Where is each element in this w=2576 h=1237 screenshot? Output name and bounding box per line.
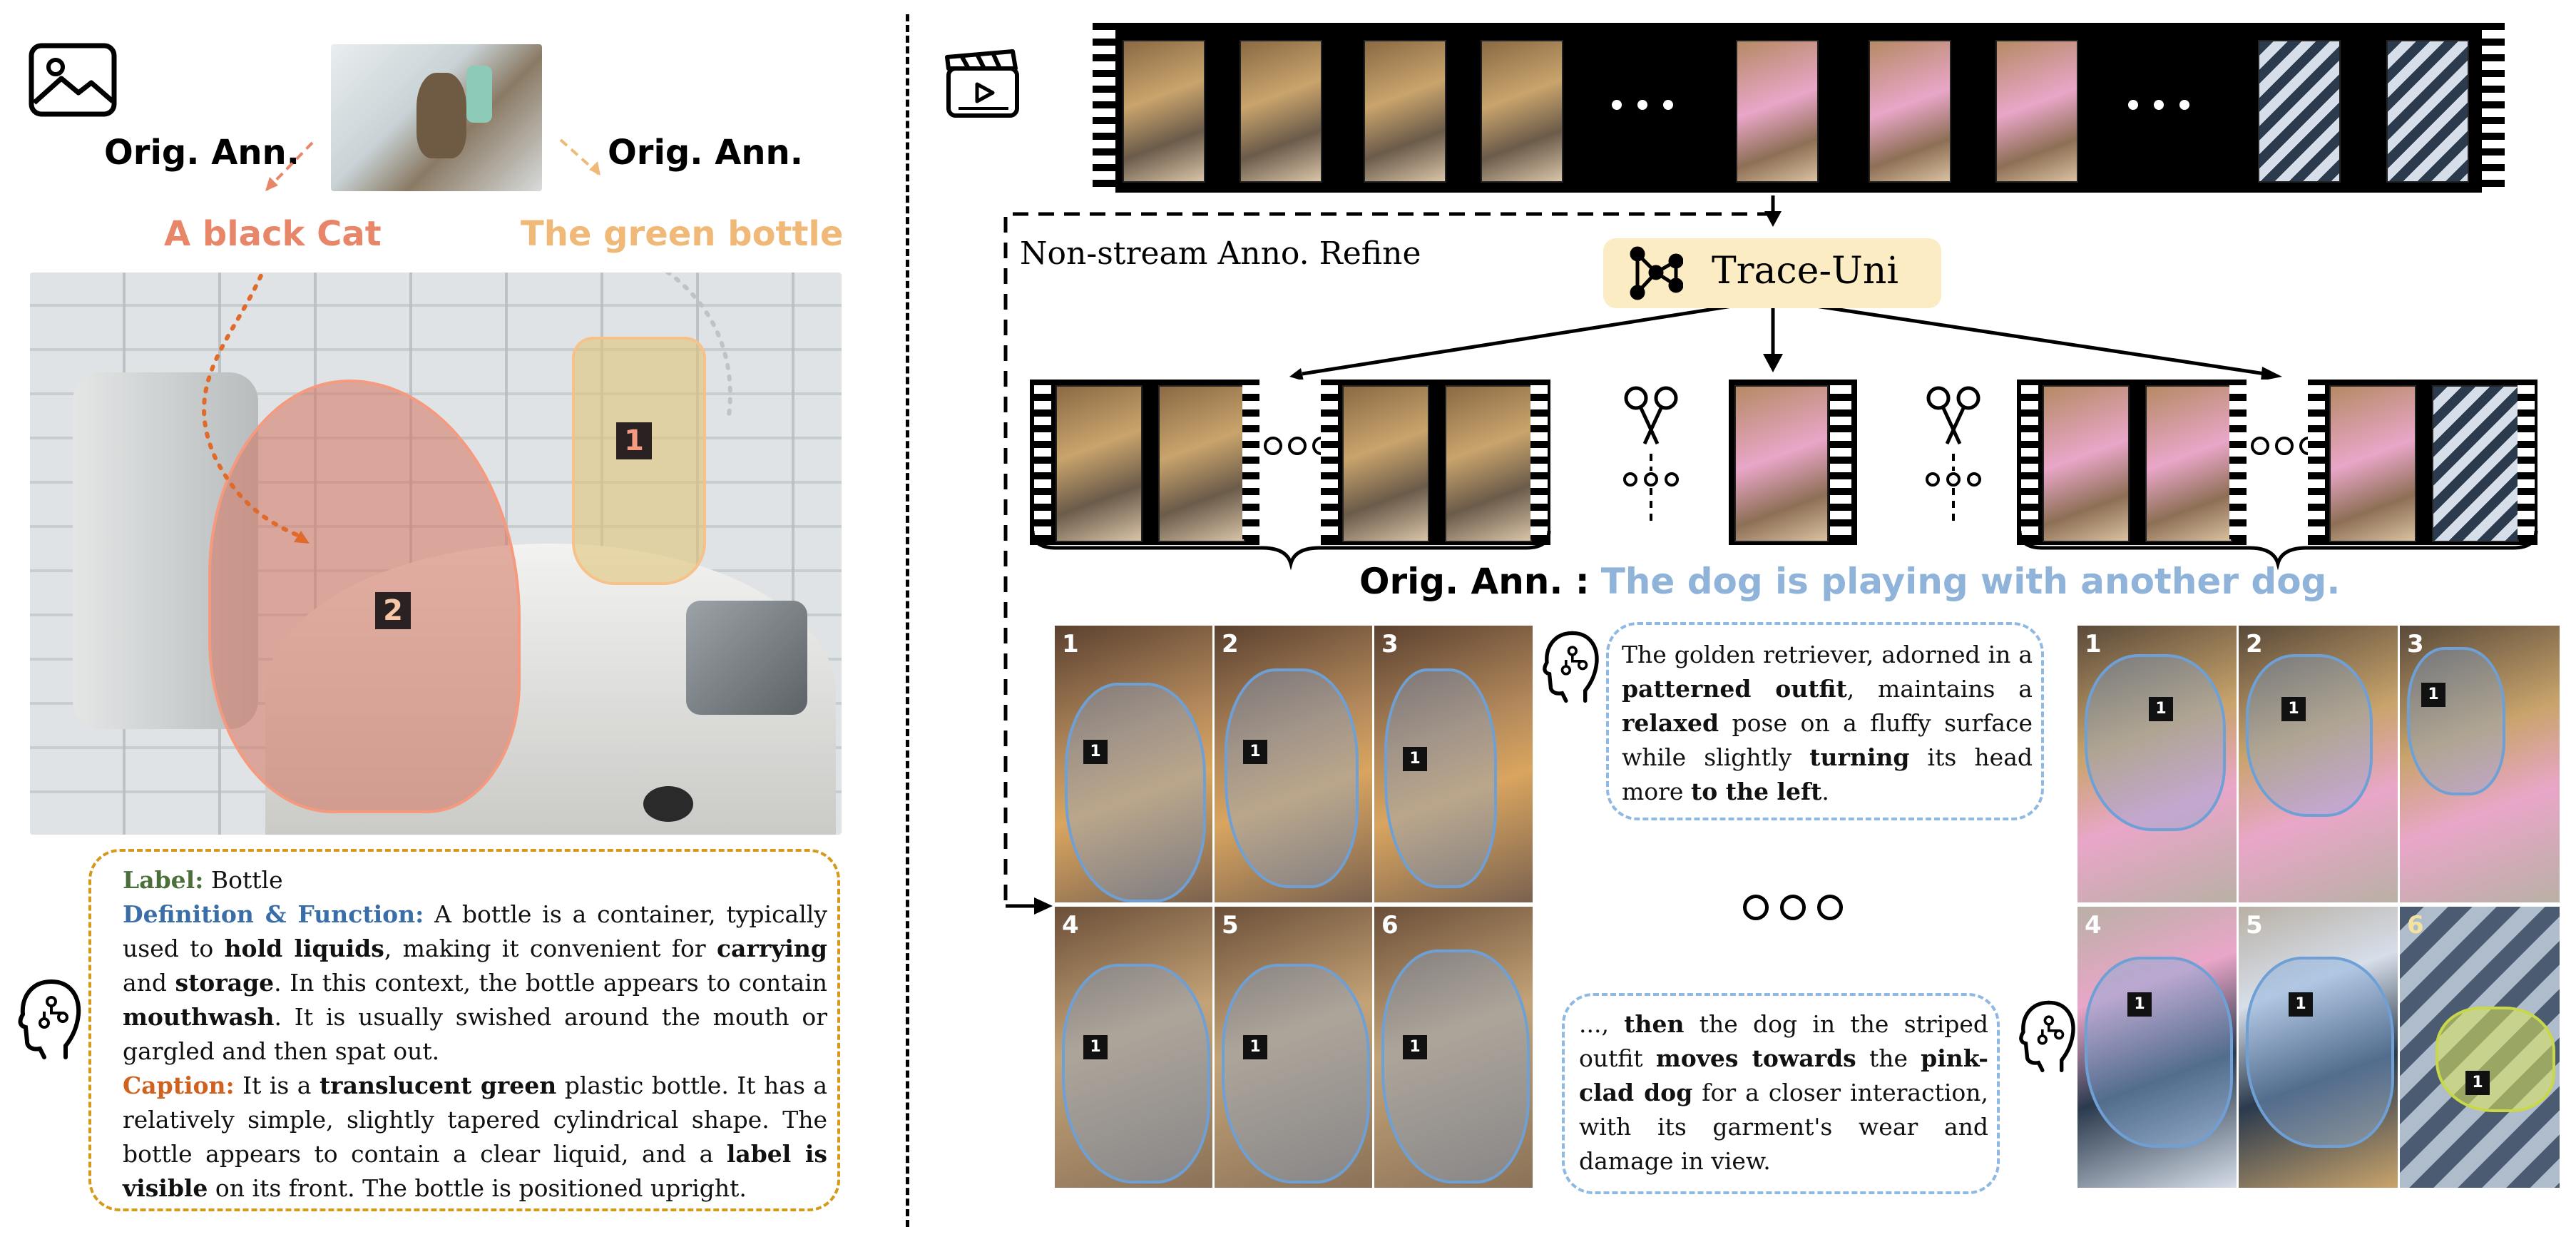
- video-frame: [1869, 40, 1951, 183]
- grid-frame: 5 1: [2237, 905, 2401, 1190]
- grid-frame: 3 1: [2398, 623, 2562, 905]
- grid-frame: 3 1: [1372, 623, 1535, 905]
- video-frame: [1123, 40, 1205, 183]
- trace-uni-label: Trace-Uni: [1712, 250, 1898, 292]
- grid-frame: 6 1: [1372, 905, 1535, 1190]
- label-key: Label:: [123, 866, 204, 894]
- dog-caption-box-bottom: [1562, 993, 2000, 1194]
- panel-divider: [906, 14, 909, 1227]
- label-value: Bottle: [210, 866, 283, 894]
- flow-arrows: [1003, 195, 2282, 915]
- clip-frame: [1342, 385, 1429, 542]
- ellipsis-rings: [1743, 895, 1843, 920]
- object-caption-text: Label: Bottle Definition & Function: A b…: [123, 866, 827, 1202]
- orig-ann-line: Orig. Ann. : The dog is playing with ano…: [1359, 561, 2340, 602]
- orig-ann-value: The dog is playing with another dog.: [1600, 561, 2341, 602]
- dog-caption-bottom-text: ..., then the dog in the striped outfit …: [1579, 1010, 1989, 1175]
- clip-frame: [1734, 385, 1829, 542]
- video-frame: [2386, 40, 2469, 183]
- clip-frame: [2043, 385, 2130, 542]
- video-frame: [1736, 40, 1819, 183]
- ai-head-icon: [18, 979, 81, 1059]
- orig-ann-right-label: Orig. Ann.: [608, 133, 803, 173]
- grid-frame: 2 1: [1212, 623, 1375, 905]
- grid-frame: 1 1: [2075, 623, 2239, 905]
- bottle-mask: [572, 337, 706, 585]
- clip-frame: [1158, 385, 1245, 542]
- cat-label: A black Cat: [164, 214, 382, 254]
- image-icon: [29, 43, 117, 117]
- ai-head-icon: [2019, 1000, 2075, 1073]
- non-stream-label: Non-stream Anno. Refine: [1020, 235, 1421, 272]
- orig-ann-left-label: Orig. Ann.: [104, 133, 300, 173]
- ellipsis-dots: [1612, 100, 1673, 110]
- clip-braces: [1031, 530, 2538, 571]
- video-frame: [1481, 40, 1563, 183]
- video-frame: [2258, 40, 2341, 183]
- original-photo-thumbnail: [331, 44, 542, 191]
- ellipsis-dots: [2128, 100, 2189, 110]
- grid-frame: 5 1: [1212, 905, 1375, 1190]
- dog-caption-top-text: The golden retriever, adorned in a patte…: [1622, 641, 2033, 805]
- dog-caption-box-top: [1606, 622, 2044, 820]
- clip-frame: [2329, 385, 2416, 542]
- grid-frame: 4 1: [1053, 905, 1215, 1190]
- grid-frame: 6 1: [2398, 905, 2562, 1190]
- bottle-label: The green bottle: [521, 214, 844, 254]
- annotation-arrows: [264, 138, 602, 193]
- video-frame: [1364, 40, 1446, 183]
- cat-marker: 2: [375, 592, 411, 629]
- clip-frame: [1445, 385, 1532, 542]
- clip-frame: [2145, 385, 2232, 542]
- caption-key: Caption:: [123, 1071, 235, 1099]
- cat-mask: [208, 380, 521, 813]
- video-frame: [1240, 40, 1322, 183]
- definition-key: Definition & Function:: [123, 900, 424, 928]
- scissors-icon: [1926, 386, 1981, 521]
- grid-frame: 2 1: [2237, 623, 2401, 905]
- clip-frame: [2432, 385, 2519, 542]
- grid-frame: 1 1: [1053, 623, 1215, 905]
- scissors-icon: [1623, 386, 1679, 521]
- grid-frame: 4 1: [2075, 905, 2239, 1190]
- bottle-marker: 1: [616, 422, 652, 459]
- network-icon: [1630, 246, 1683, 300]
- clip-frame: [1056, 385, 1143, 542]
- ai-head-icon: [1543, 631, 1599, 703]
- video-frame: [1995, 40, 2078, 183]
- object-caption-box: [88, 849, 840, 1211]
- orig-ann-key: Orig. Ann. :: [1359, 561, 1590, 602]
- clapperboard-icon: [945, 49, 1019, 118]
- annotated-scene-photo: 1 2: [30, 273, 842, 835]
